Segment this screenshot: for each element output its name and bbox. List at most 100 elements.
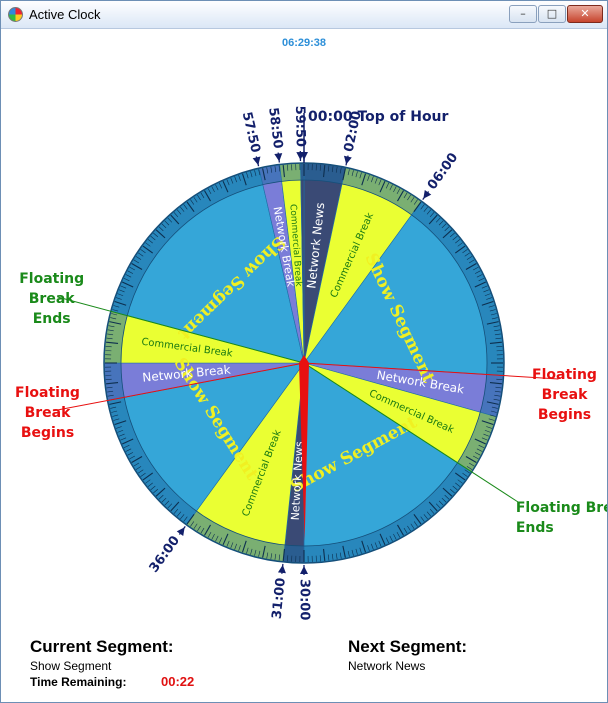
minute-tick (118, 289, 125, 293)
minute-tick (110, 406, 117, 409)
minute-tick (105, 346, 112, 348)
minute-tick (193, 523, 198, 529)
minute-tick (113, 305, 120, 308)
minute-tick (127, 452, 134, 456)
minute-tick (490, 313, 497, 316)
minute-tick (488, 418, 495, 421)
minute-tick (370, 176, 374, 183)
title-bar[interactable]: Active Clock – □ ✕ (1, 1, 607, 29)
minute-tick (322, 165, 326, 178)
current-segment-heading: Current Segment: (30, 637, 174, 656)
minute-tick (278, 554, 281, 561)
minute-tick (474, 452, 481, 456)
minute-tick (495, 386, 502, 389)
minute-tick (420, 516, 425, 522)
minute-tick (359, 172, 362, 179)
minute-tick (393, 533, 397, 540)
time-mark-label-2: 06:00 (425, 150, 461, 192)
minute-tick (389, 184, 393, 191)
window-title: Active Clock (29, 7, 101, 22)
minute-tick (347, 169, 350, 176)
minute-tick (266, 167, 269, 174)
close-button[interactable]: ✕ (567, 5, 603, 23)
minute-tick (481, 285, 488, 289)
minute-tick (211, 186, 215, 193)
rim-inner-edge (120, 179, 488, 547)
next-segment-heading: Next Segment: (348, 637, 468, 656)
minute-tick (105, 378, 112, 380)
minute-tick (420, 204, 425, 210)
clock-hand-needle (299, 355, 309, 541)
minute-tick (155, 229, 166, 239)
minute-tick (114, 420, 127, 426)
minute-tick (428, 214, 438, 225)
minute-tick (222, 533, 229, 546)
minute-tick (449, 488, 455, 494)
minute-tick (186, 513, 195, 525)
minute-tick (491, 406, 498, 409)
minute-tick (109, 401, 122, 405)
minute-ticks (105, 164, 503, 562)
minute-tick (226, 179, 230, 186)
minute-tick (481, 437, 488, 441)
minute-tick (241, 173, 247, 186)
minute-tick (109, 321, 122, 325)
time-mark-arrow (423, 189, 432, 199)
minute-tick (397, 524, 404, 536)
time-mark-label-4: 31:00 (270, 577, 289, 620)
minute-tick (123, 277, 130, 282)
minute-tick (117, 293, 124, 297)
minute-tick (215, 535, 219, 542)
minute-tick (145, 479, 151, 484)
minute-tick (468, 259, 475, 264)
minute-tick (140, 472, 146, 477)
minute-tick (423, 206, 428, 212)
minute-tick (393, 186, 397, 193)
minute-tick (161, 223, 167, 229)
minute-tick (125, 274, 132, 278)
minute-tick (403, 192, 408, 199)
minute-tick (435, 503, 441, 509)
minute-tick (173, 508, 179, 514)
minute-tick (486, 401, 499, 405)
minute-tick (270, 553, 273, 560)
minute-tick (464, 469, 470, 474)
minute-tick (112, 309, 119, 312)
minute-tick (142, 472, 154, 481)
minute-tick (489, 309, 496, 312)
minute-tick (107, 394, 114, 397)
minute-tick (282, 165, 286, 178)
floating-marker-line-1 (53, 362, 305, 412)
minute-tick (215, 184, 219, 191)
minute-tick (464, 252, 470, 257)
minute-tick (367, 174, 370, 181)
minute-tick (361, 173, 367, 186)
maximize-button[interactable]: □ (538, 5, 566, 23)
floating-marker-line-0 (57, 296, 305, 364)
minimize-button[interactable]: – (509, 5, 537, 23)
minute-tick (111, 313, 118, 316)
time-mark-arrow (274, 153, 283, 162)
minute-tick (331, 166, 334, 173)
minute-tick (155, 487, 166, 497)
minute-tick (339, 167, 342, 174)
minute-tick (489, 341, 502, 345)
minute-tick (150, 485, 156, 491)
minute-tick (484, 429, 491, 433)
minute-tick (407, 525, 411, 532)
minute-tick (429, 212, 435, 218)
minute-tick (197, 525, 201, 532)
minute-tick (494, 329, 501, 332)
minute-tick (444, 494, 450, 500)
minute-tick (474, 281, 487, 288)
minute-tick (111, 410, 118, 413)
minute-tick (438, 220, 444, 226)
minute-tick (347, 550, 350, 557)
minute-tick (428, 501, 438, 512)
minute-tick (129, 455, 136, 460)
minute-tick (474, 438, 487, 445)
minute-tick (452, 235, 458, 241)
